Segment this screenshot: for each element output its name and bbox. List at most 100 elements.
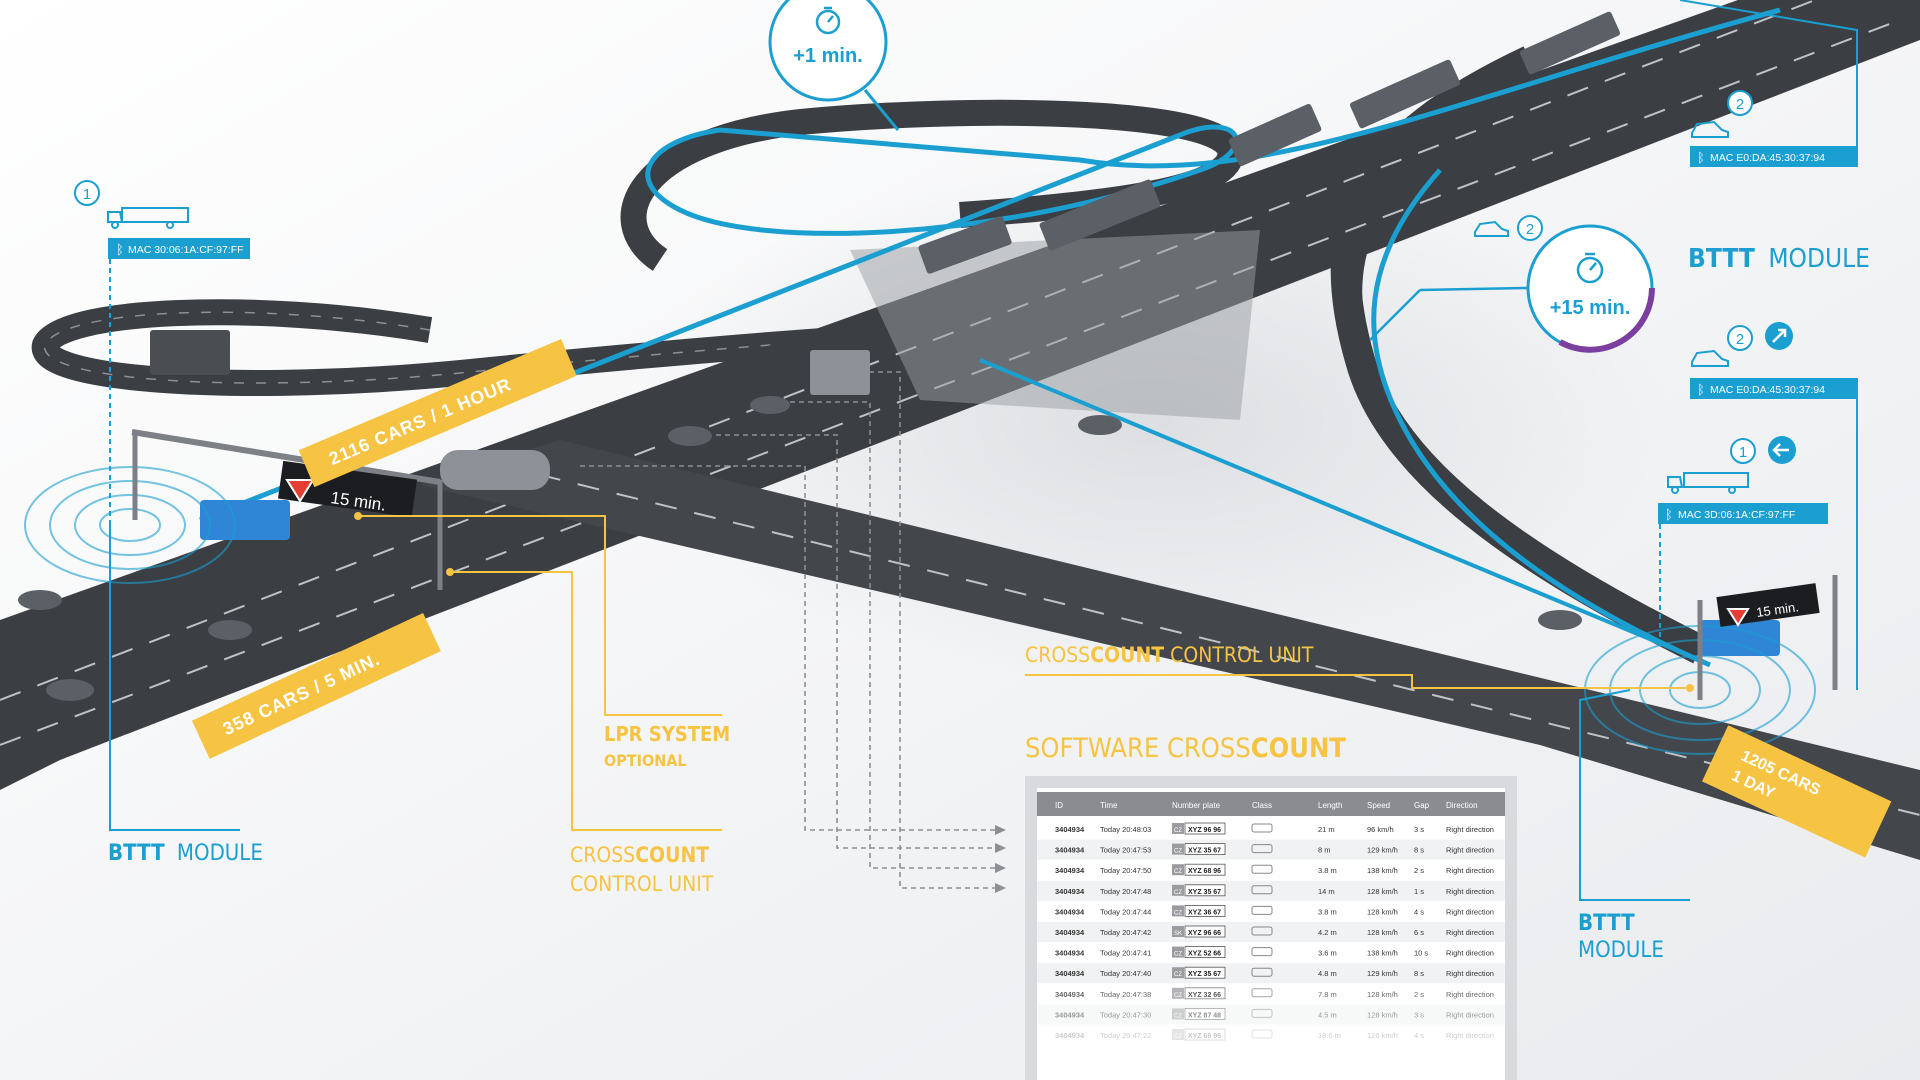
gantry-right: 15 min. xyxy=(1697,575,1838,700)
table-cell-gap: 2 s xyxy=(1414,866,1424,875)
device-right-low: 1 ᛒ MAC 3D:06:1A:CF:97:FF xyxy=(1658,436,1828,640)
plate-text: XYZ 66 96 xyxy=(1188,1033,1221,1040)
lpr-callout: LPR SYSTEM OPTIONAL xyxy=(354,512,730,770)
crosscount-right-b: COUNT xyxy=(1090,643,1164,667)
software-title: SOFTWARE CROSSCOUNT xyxy=(1025,733,1346,764)
vehicle-class-icon xyxy=(1251,864,1273,874)
table-column-header: Speed xyxy=(1367,801,1390,810)
table-cell-direction: Right direction xyxy=(1446,907,1494,916)
table-cell-gap: 8 s xyxy=(1414,846,1424,855)
bttt-right-top-rest: MODULE xyxy=(1768,244,1870,274)
table-cell-speed: 128 km/h xyxy=(1367,928,1398,937)
timer-progress-arc xyxy=(1558,287,1655,353)
mac-chip xyxy=(108,238,250,259)
table-cell-length: 4.8 m xyxy=(1318,969,1337,978)
plate-country-tag xyxy=(1172,905,1184,917)
table-cell-speed: 128 km/h xyxy=(1367,1010,1398,1019)
number-badge xyxy=(1517,215,1543,241)
sensor-rings-left xyxy=(24,466,236,584)
truck-icon xyxy=(107,207,189,229)
table-cell-gap: 4 s xyxy=(1414,907,1424,916)
table-cell-id: 3404934 xyxy=(1055,907,1085,916)
table-cell-speed: 138 km/h xyxy=(1367,866,1398,875)
table-cell-id: 3404934 xyxy=(1055,825,1085,834)
bluetooth-icon: ᛒ xyxy=(1697,150,1705,165)
table-cell-id: 3404934 xyxy=(1055,990,1085,999)
bridge-pier xyxy=(850,230,1260,420)
plate-box xyxy=(1184,905,1226,917)
table-column-header: Time xyxy=(1100,801,1118,810)
plate-country-tag xyxy=(1172,864,1184,876)
number-badge xyxy=(74,180,100,206)
plate-text: XYZ 96 96 xyxy=(1188,827,1221,834)
table-cell-direction: Right direction xyxy=(1446,887,1494,896)
number-badge xyxy=(1727,325,1753,351)
table-cell-time: Today 20:47:42 xyxy=(1100,928,1151,937)
table-cell-id: 3404934 xyxy=(1055,887,1085,896)
plate-country-text: CZ xyxy=(1174,952,1182,958)
upper-loop-ramp xyxy=(620,99,1244,271)
plate-country-text: CZ xyxy=(1174,849,1182,855)
table-cell-length: 18.6 m xyxy=(1318,1031,1341,1040)
bttt-right-top-bold: BTTT xyxy=(1688,244,1755,274)
bttt-left-bold: BTTT xyxy=(108,841,165,866)
vehicle-class-icon xyxy=(1251,844,1273,854)
car-icon xyxy=(1691,120,1729,138)
arrow-heads xyxy=(995,825,1006,893)
plate-country-tag xyxy=(1172,843,1184,855)
table-cell-speed: 96 km/h xyxy=(1367,825,1394,834)
plate-country-text: SK xyxy=(1174,931,1182,937)
plate-box xyxy=(1184,843,1226,855)
table-cell-length: 21 m xyxy=(1318,825,1335,834)
table-cell-time: Today 20:47:22 xyxy=(1100,1031,1151,1040)
table-cell-time: Today 20:48:03 xyxy=(1100,825,1151,834)
stopwatch-icon-right xyxy=(1576,252,1604,284)
table-column-header: Gap xyxy=(1414,801,1430,810)
plate-country-tag xyxy=(1172,946,1184,958)
table-cell-length: 3.8 m xyxy=(1318,907,1337,916)
table-cell-id: 3404934 xyxy=(1055,969,1085,978)
table-cell-length: 7.8 m xyxy=(1318,990,1337,999)
table-column-header: Number plate xyxy=(1172,801,1221,810)
table-cell-id: 3404934 xyxy=(1055,866,1085,875)
table-cell-gap: 4 s xyxy=(1414,1031,1424,1040)
number-badge-text: 2 xyxy=(1526,221,1534,238)
warning-icon-right xyxy=(1726,608,1750,627)
plate-text: XYZ 36 67 xyxy=(1188,909,1221,916)
table-cell-direction: Right direction xyxy=(1446,866,1494,875)
row-stripe xyxy=(1037,922,1505,942)
table-cell-gap: 2 s xyxy=(1414,990,1424,999)
table-cell-length: 14 m xyxy=(1318,887,1335,896)
table-cell-length: 4.5 m xyxy=(1318,1010,1337,1019)
plate-country-tag xyxy=(1172,987,1184,999)
table-cell-time: Today 20:47:38 xyxy=(1100,990,1151,999)
row-stripe xyxy=(1037,880,1505,901)
crosscount-left-b: COUNT xyxy=(635,843,709,867)
mac-chip xyxy=(1690,378,1858,399)
table-cell-time: Today 20:47:53 xyxy=(1100,846,1151,855)
plate-box xyxy=(1184,1008,1226,1020)
table-column-header: Length xyxy=(1318,801,1342,810)
plate-box xyxy=(1184,966,1226,979)
table-cell-direction: Right direction xyxy=(1446,928,1494,937)
table-cell-direction: Right direction xyxy=(1446,1010,1494,1019)
table-column-header: Class xyxy=(1252,801,1272,810)
plate-box xyxy=(1184,822,1226,835)
mac-chip xyxy=(1690,146,1858,167)
row-stripe xyxy=(1037,839,1505,860)
bttt-left-label: BTTT MODULE xyxy=(108,841,263,866)
table-cell-length: 3.6 m xyxy=(1318,949,1337,958)
vehicle-class-icon xyxy=(1251,823,1273,833)
